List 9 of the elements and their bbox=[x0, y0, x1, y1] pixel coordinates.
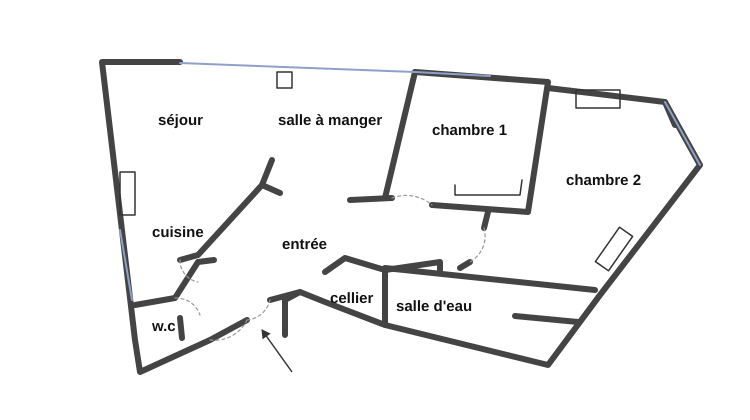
room-label: chambre 2 bbox=[566, 172, 642, 189]
room-label: salle à manger bbox=[278, 112, 382, 129]
room-label: cellier bbox=[330, 290, 374, 307]
room-label: cuisine bbox=[152, 224, 204, 241]
room-label: séjour bbox=[158, 112, 204, 129]
room-label: chambre 1 bbox=[432, 122, 508, 139]
room-label: entrée bbox=[282, 236, 328, 253]
room-label: w.c bbox=[152, 318, 176, 335]
room-label: salle d'eau bbox=[396, 298, 472, 315]
